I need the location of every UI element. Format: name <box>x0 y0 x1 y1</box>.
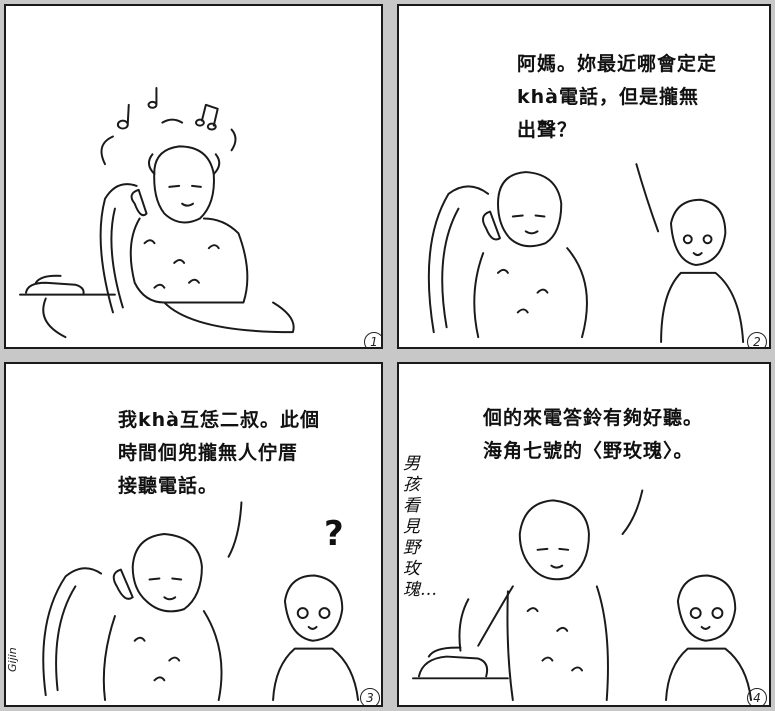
panel-4-drawing <box>412 489 753 702</box>
speech-line: 阿媽。妳最近哪會定定 <box>517 53 718 75</box>
side-text-tail <box>458 598 470 652</box>
comic-panel-2: 阿媽。妳最近哪會定定 khà電話，但是攏無 出聲？ 2 <box>397 4 771 349</box>
speech-line: 海角七號的〈野玫瑰〉。 <box>483 440 694 462</box>
artist-signature: Gijin <box>6 647 19 672</box>
speech-line: 我khà互恁二叔。此個 <box>118 409 320 431</box>
music-notes-icon <box>100 87 237 166</box>
speech-tail <box>227 501 243 558</box>
boy-figure <box>660 198 745 344</box>
comic-panel-4: 佪的來電答鈴有夠好聽。 海角七號的〈野玫瑰〉。 男孩看見野玫瑰… 4 <box>397 362 771 707</box>
speech-line: khà電話，但是攏無 <box>517 86 699 108</box>
panel-number-1: 1 <box>364 332 381 347</box>
panel-3-drawing <box>42 501 360 702</box>
speech-bubble-3: 我khà互恁二叔。此個 時間佪兜攏無人佇厝 接聽電話。 <box>118 404 320 503</box>
grandma-figure <box>129 145 295 334</box>
boy-figure <box>665 574 753 702</box>
panel-number-4: 4 <box>747 688 767 705</box>
speech-tail <box>621 489 644 535</box>
speech-line: 接聽電話。 <box>118 475 219 497</box>
telephone-icon <box>412 646 509 680</box>
comic-panel-3: 我khà互恁二叔。此個 時間佪兜攏無人佇厝 接聽電話。 ? Gijin 3 <box>4 362 383 707</box>
question-mark: ? <box>324 514 344 554</box>
speech-line: 佪的來電答鈴有夠好聽。 <box>483 407 704 429</box>
panel-1-drawing <box>19 87 295 339</box>
comic-panel-1: 1 <box>4 4 383 349</box>
grandma-figure <box>473 171 588 339</box>
panel-number-2: 2 <box>747 332 767 347</box>
speech-line: 出聲？ <box>517 119 578 141</box>
boy-figure <box>272 574 360 702</box>
speech-line: 時間佪兜攏無人佇厝 <box>118 442 299 464</box>
handwritten-song-lyric: 男孩看見野玫瑰… <box>403 454 437 600</box>
grandma-figure <box>477 499 609 702</box>
grandma-figure <box>102 533 223 702</box>
speech-bubble-2: 阿媽。妳最近哪會定定 khà電話，但是攏無 出聲？ <box>517 48 717 147</box>
speech-tail <box>635 163 660 233</box>
panel-number-3: 3 <box>360 688 380 705</box>
telephone-icon <box>19 274 116 339</box>
speech-bubble-4: 佪的來電答鈴有夠好聽。 海角七號的〈野玫瑰〉。 <box>483 402 703 468</box>
panel-2-drawing <box>427 163 745 344</box>
